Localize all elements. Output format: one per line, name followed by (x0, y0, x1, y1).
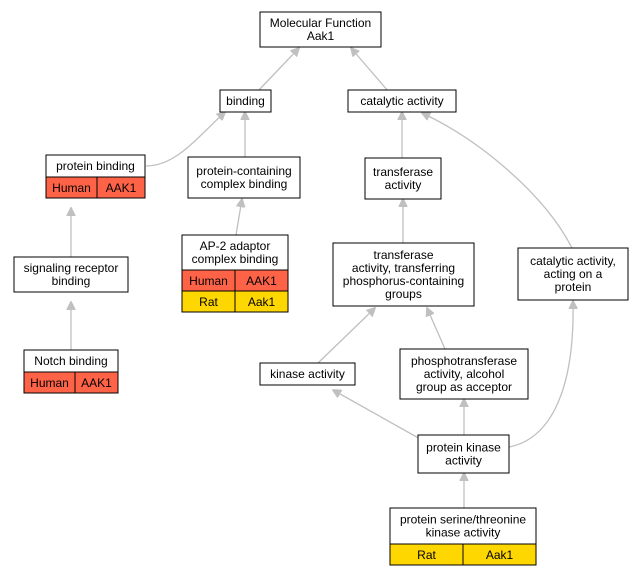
species-label: Human (52, 181, 91, 195)
node-label-line: complex binding (192, 252, 279, 266)
node-label-line: groups (385, 287, 422, 301)
node-label-line: signaling receptor (24, 261, 119, 275)
node-label-line: transferase (373, 248, 433, 262)
node-box (399, 348, 529, 400)
node-label-line: Aak1 (307, 29, 335, 43)
node-box (364, 157, 442, 200)
node-box (389, 507, 537, 545)
node-label-line: AP-2 adaptor (200, 239, 271, 253)
node-label-line: binding (52, 274, 91, 288)
node-label-line: activity (385, 178, 422, 192)
gene-symbol: AAK1 (81, 376, 112, 390)
annotation-cell (96, 176, 146, 199)
node-box (219, 89, 272, 113)
edge-protkin-to-catprot (508, 301, 573, 448)
node-box (181, 234, 289, 271)
node-kinase[interactable]: kinase activity (259, 362, 356, 386)
species-label: Human (189, 274, 228, 288)
node-box (187, 156, 301, 199)
node-label-line: protein (555, 280, 592, 294)
species-label: Rat (199, 295, 218, 309)
node-box (259, 11, 382, 48)
node-label-line: complex binding (201, 177, 288, 191)
node-label-line: catalytic activity, (530, 254, 616, 268)
node-label-line: protein serine/threonine (400, 513, 526, 527)
node-label-line: protein binding (56, 159, 135, 173)
node-box (347, 89, 457, 113)
node-label-line: Molecular Function (270, 16, 371, 30)
node-label-line: activity (445, 454, 482, 468)
gene-symbol: AAK1 (106, 181, 137, 195)
edge-binding-to-mf (257, 48, 299, 92)
edge-catalytic-to-mf (351, 48, 389, 92)
species-label: Rat (417, 548, 436, 562)
node-box (13, 256, 129, 293)
node-box (259, 362, 356, 386)
node-label-line: protein kinase (426, 441, 501, 455)
species-label: Human (30, 376, 69, 390)
edges (71, 48, 573, 508)
node-label-line: binding (226, 94, 265, 108)
node-label-line: Notch binding (34, 354, 107, 368)
edge-catprot-to-catalytic (422, 113, 573, 249)
node-label-line: kinase activity (426, 526, 501, 540)
node-label-line: phosphotransferase (411, 354, 517, 368)
node-label-line: activity, transferring (352, 261, 455, 275)
node-catalytic[interactable]: catalytic activity (347, 89, 457, 113)
node-label-line: phosphorus-containing (343, 274, 464, 288)
node-label-line: catalytic activity (360, 94, 443, 108)
gene-symbol: Aak1 (486, 548, 514, 562)
edge-protbind-to-binding (145, 112, 225, 167)
node-label-line: transferase (373, 165, 433, 179)
annotation-cell (234, 290, 289, 313)
annotation-cell (74, 371, 119, 394)
gene-symbol: Aak1 (248, 295, 276, 309)
edge-kinase-to-transphos (317, 308, 375, 364)
node-binding[interactable]: binding (219, 89, 272, 113)
node-label-line: protein-containing (196, 164, 291, 178)
annotation-cell (462, 543, 537, 566)
node-label-line: acting on a (544, 267, 603, 281)
node-label-line: kinase activity (270, 367, 345, 381)
node-box (517, 247, 629, 301)
gene-symbol: AAK1 (246, 274, 277, 288)
node-box (332, 242, 475, 307)
edge-ap2-to-pcbind (235, 199, 242, 236)
node-label-line: group as acceptor (416, 380, 512, 394)
node-box (417, 434, 510, 474)
node-label-line: activity, alcohol (424, 367, 504, 381)
edge-protkin-to-kinase (333, 390, 423, 441)
edge-phosalc-to-transphos (427, 308, 446, 350)
